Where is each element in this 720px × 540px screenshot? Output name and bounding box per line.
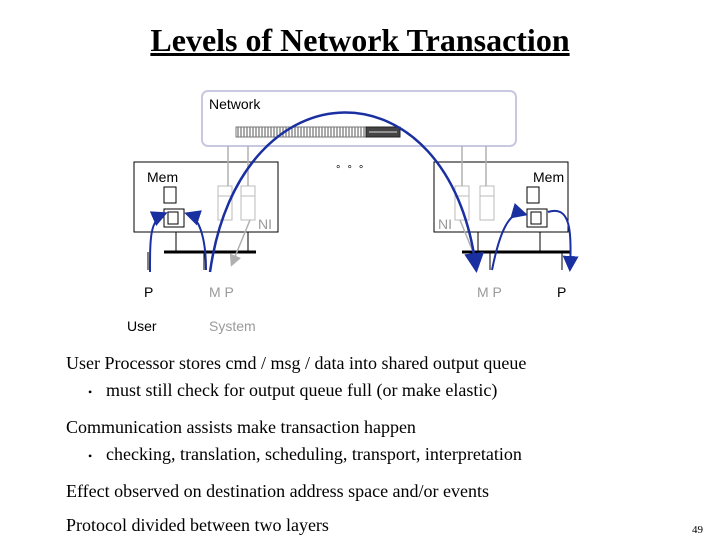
left-ni-label: NI xyxy=(258,216,272,232)
network-label: Network xyxy=(209,96,261,112)
user-to-mem-arrow-left xyxy=(149,211,168,273)
right-mem-block-1 xyxy=(526,186,540,204)
user-label: User xyxy=(127,318,157,334)
network-transaction-arc xyxy=(208,111,485,273)
paragraph-4: Protocol divided between two layers xyxy=(66,515,329,535)
paragraph-2-bullet-row: • checking, translation, scheduling, tran… xyxy=(66,441,522,470)
left-ni-queue-2 xyxy=(240,185,256,221)
bullet-icon: • xyxy=(88,385,93,399)
paragraph-1-block: User Processor stores cmd / msg / data i… xyxy=(66,350,526,406)
right-ni-queue-2 xyxy=(479,185,495,221)
paragraph-1: User Processor stores cmd / msg / data i… xyxy=(66,353,527,373)
left-mem-block-1 xyxy=(163,186,177,204)
left-p-label: P xyxy=(144,284,154,300)
paragraph-1-bullet-row: • must still check for output queue full … xyxy=(66,377,526,406)
mem-to-p-arrow-right xyxy=(547,209,579,272)
right-ni-label: NI xyxy=(438,216,452,232)
left-ni-queue-1 xyxy=(217,185,233,221)
network-queue xyxy=(235,126,367,138)
paragraph-1-bullet: must still check for output queue full (… xyxy=(106,380,498,400)
right-mp-label: M P xyxy=(477,284,502,300)
left-mp-label: M P xyxy=(209,284,234,300)
left-mem-label: Mem xyxy=(147,169,179,185)
page-number: 49 xyxy=(692,524,703,536)
network-diagram xyxy=(133,90,579,273)
paragraph-3: Effect observed on destination address s… xyxy=(66,481,490,501)
paragraph-2-block: Communication assists make transaction h… xyxy=(66,414,522,470)
system-label: System xyxy=(209,318,256,334)
right-p-label: P xyxy=(557,284,567,300)
paragraph-2: Communication assists make transaction h… xyxy=(66,417,416,437)
paragraph-2-bullet: checking, translation, scheduling, trans… xyxy=(106,444,522,464)
left-mp-to-mem-arrow xyxy=(184,210,207,271)
right-mp-to-mem-arrow xyxy=(491,203,528,271)
right-ni-queue-1 xyxy=(454,185,470,221)
bullet-icon: • xyxy=(88,449,93,463)
ellipsis-label: ° ° ° xyxy=(336,164,366,176)
slide-title: Levels of Network Transaction xyxy=(150,22,570,58)
right-mem-label: Mem xyxy=(533,169,565,185)
